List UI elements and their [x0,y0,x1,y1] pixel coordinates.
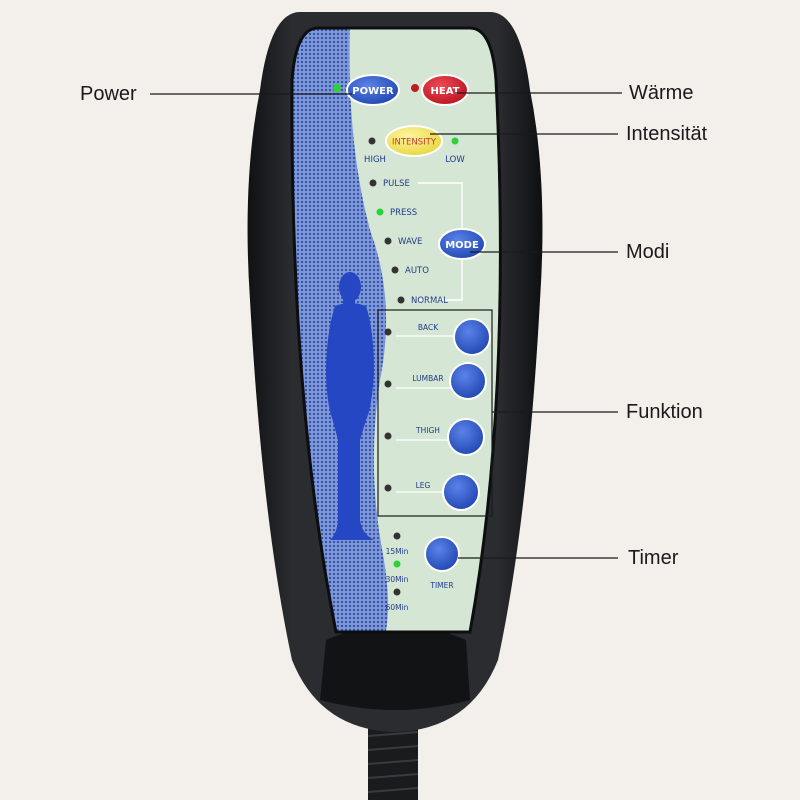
mode-label-wave: WAVE [398,237,422,247]
callout-modi: Modi [626,241,670,263]
zone-back-led [384,328,392,336]
timer-60-led [393,588,401,596]
heat-button-label: HEAT [431,86,460,97]
zone-leg-led [384,484,392,492]
zone-lumbar-button[interactable] [449,362,487,400]
remote-tail [320,625,470,710]
timer-option-60: 60Min [386,603,409,612]
intensity-high-led [368,137,376,145]
callout-timer: Timer [628,547,679,569]
timer-15-led [393,532,401,540]
intensity-high-label: HIGH [364,155,386,165]
mode-bracket [418,182,463,301]
zone-label-leg: LEG [416,481,431,490]
mode-button[interactable]: MODE [438,228,486,260]
timer-option-30: 30Min [386,575,409,584]
mode-pulse-led [369,179,377,187]
callout-intensitaet: Intensität [626,123,708,145]
callout-lines [150,92,622,559]
timer-30-led [393,560,401,568]
mode-normal-led [397,296,405,304]
intensity-button[interactable]: INTENSITY [385,125,443,157]
zone-back-button[interactable] [453,318,491,356]
intensity-low-led [451,137,459,145]
callout-waerme: Wärme [629,82,694,104]
zone-leg-button[interactable] [442,473,480,511]
zone-thigh-button[interactable] [447,418,485,456]
power-button[interactable]: POWER [346,74,400,106]
intensity-low-label: LOW [445,155,465,165]
heat-button[interactable]: HEAT [421,74,469,106]
mode-label-normal: NORMAL [411,296,448,306]
power-button-label: POWER [352,86,394,97]
function-box [377,309,493,517]
body-silhouette-icon [326,272,374,540]
mode-label-pulse: PULSE [383,179,410,189]
mode-wave-led [384,237,392,245]
zone-label-lumbar: LUMBAR [412,374,443,383]
power-led [333,84,341,92]
timer-button-label: TIMER [429,581,453,590]
timer-option-15: 15Min [386,547,409,556]
zone-thigh-led [384,432,392,440]
mode-auto-led [391,266,399,274]
intensity-button-label: INTENSITY [392,138,437,148]
zone-label-thigh: THIGH [415,426,440,435]
callout-funktion: Funktion [626,401,703,423]
zone-label-back: BACK [418,323,439,332]
mode-label-press: PRESS [390,208,417,218]
timer-button[interactable] [424,536,460,572]
heat-led [411,84,419,92]
indicator-leds [333,84,459,596]
mode-button-label: MODE [445,240,479,251]
zone-lumbar-led [384,380,392,388]
mode-label-auto: AUTO [405,266,429,276]
callout-power: Power [80,83,137,105]
mode-press-led [376,208,384,216]
